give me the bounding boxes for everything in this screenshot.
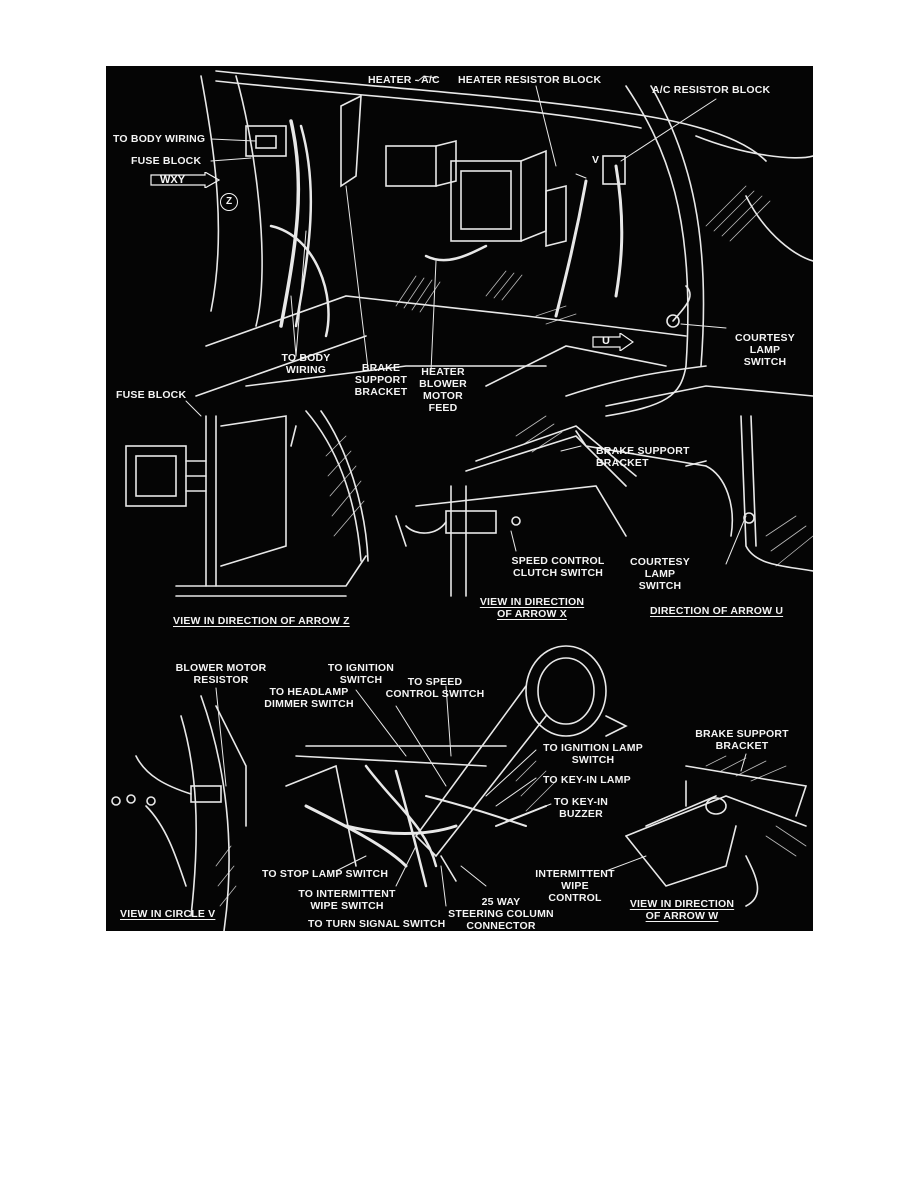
caption-view-x: VIEW IN DIRECTION OF ARROW X [479,596,585,620]
label-heater-blower-motor-feed: HEATER BLOWER MOTOR FEED [419,366,467,414]
label-to-headlamp-dimmer-switch: TO HEADLAMP DIMMER SWITCH [264,686,354,710]
diagram-artwork [111,70,813,931]
caption-view-v: VIEW IN CIRCLE V [120,908,216,920]
label-to-body-wiring-bottom: TO BODY WIRING [281,352,331,376]
steering-column-drawing [285,645,628,907]
caption-view-u: DIRECTION OF ARROW U [650,605,784,617]
label-steering-column-connector: 25 WAY STEERING COLUMN CONNECTOR [448,896,554,931]
label-marker-v: V [592,154,600,166]
label-intermittent-wipe-control: INTERMITTENT WIPE CONTROL [535,868,615,904]
label-fuse-block-view-z: FUSE BLOCK [116,389,187,401]
label-to-stop-lamp-switch: TO STOP LAMP SWITCH [262,868,389,880]
label-brake-support-bracket-view-w: BRAKE SUPPORT BRACKET [695,728,789,752]
label-ac-resistor-block: A/C RESISTOR BLOCK [652,84,771,96]
label-heater-resistor-block: HEATER RESISTOR BLOCK [458,74,602,86]
label-brake-support-bracket-view-x: BRAKE SUPPORT BRACKET [596,445,690,469]
view-x-drawing [395,415,707,597]
label-to-ignition-switch: TO IGNITION SWITCH [327,662,395,686]
wiring-diagram-plate: HEATER - A/C HEATER RESISTOR BLOCK A/C R… [106,66,813,931]
label-speed-control-clutch-switch: SPEED CONTROL CLUTCH SWITCH [511,555,605,579]
arrow-u-letter: U [602,335,610,347]
top-panel-drawing [195,70,813,417]
view-z-drawing [125,400,369,597]
label-brake-support-bracket-top: BRAKE SUPPORT BRACKET [354,362,408,398]
arrow-z-marker: Z [220,193,238,211]
view-v-drawing [111,687,247,931]
arrow-right-icon [150,172,220,188]
view-w-drawing [605,753,808,907]
label-to-ignition-lamp-switch: TO IGNITION LAMP SWITCH [543,742,643,766]
label-heater-ac: HEATER - A/C [368,74,440,86]
label-to-intermittent-wipe-switch: TO INTERMITTENT WIPE SWITCH [298,888,396,912]
label-to-speed-control-switch: TO SPEED CONTROL SWITCH [385,676,485,700]
label-to-key-in-lamp: TO KEY-IN LAMP [543,774,631,786]
label-to-key-in-buzzer: TO KEY-IN BUZZER [553,796,609,820]
label-courtesy-lamp-switch-top: COURTESY LAMP SWITCH [735,332,795,368]
label-fuse-block-top: FUSE BLOCK [131,155,202,167]
view-u-drawing [685,415,813,572]
caption-view-z: VIEW IN DIRECTION OF ARROW Z [173,615,350,627]
label-blower-motor-resistor: BLOWER MOTOR RESISTOR [175,662,267,686]
caption-view-w: VIEW IN DIRECTION OF ARROW W [629,898,735,922]
label-to-turn-signal-switch: TO TURN SIGNAL SWITCH [308,918,446,930]
arrow-right-icon [592,333,634,351]
view-arrows-letters: WXY [160,174,186,186]
label-courtesy-lamp-switch-view-u: COURTESY LAMP SWITCH [630,556,690,592]
label-to-body-wiring-top: TO BODY WIRING [113,133,206,145]
